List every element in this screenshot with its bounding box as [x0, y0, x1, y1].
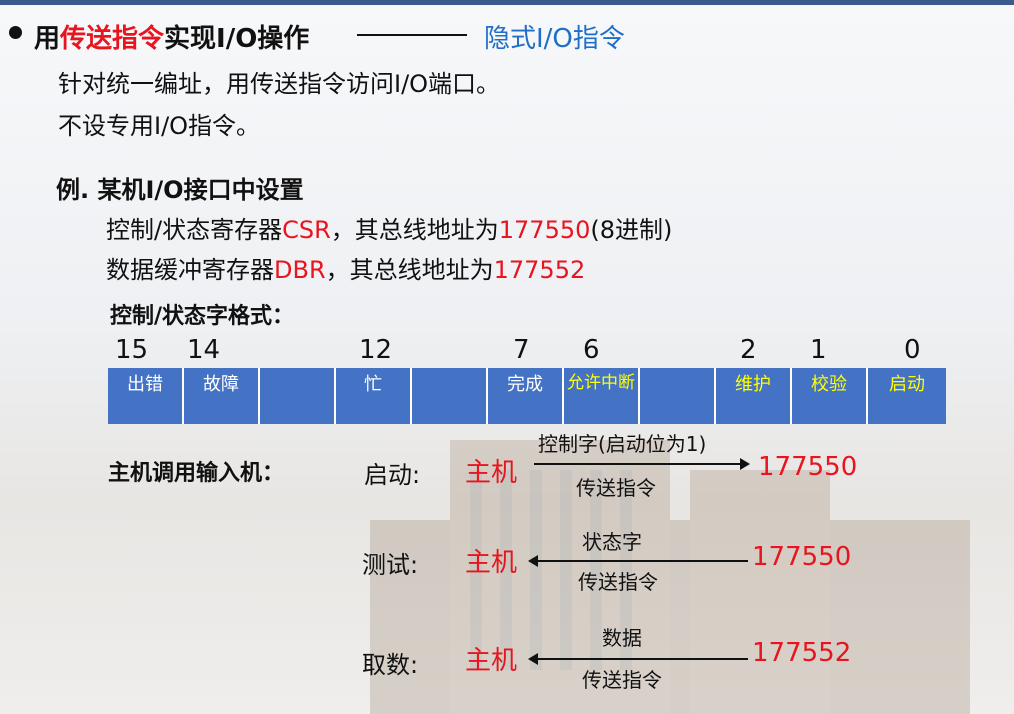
- bit-number: 12: [359, 335, 393, 365]
- dbr-middle: ，其总线地址为: [325, 256, 494, 284]
- top-bar: [0, 0, 1014, 5]
- csr-prefix: 控制/状态寄存器: [106, 216, 283, 244]
- op-name-fetch: 取数:: [362, 651, 419, 679]
- register-cell: 出错: [108, 368, 184, 424]
- control-status-register: 出错 故障 忙 完成 允许中断 维护 校验 启动: [108, 368, 946, 424]
- csr-abbr: CSR: [282, 216, 331, 244]
- background-building-image: [370, 440, 970, 714]
- heading-prefix: 用: [34, 24, 61, 54]
- bit-number: 15: [115, 335, 149, 365]
- dbr-abbr: DBR: [274, 256, 326, 284]
- dbr-prefix: 数据缓冲寄存器: [106, 256, 274, 284]
- host-call-title: 主机调用输入机：: [108, 461, 285, 486]
- bullet-dot: [9, 26, 22, 39]
- csr-suffix: (8进制): [590, 216, 673, 244]
- register-cell: 启动: [889, 374, 925, 395]
- implicit-io-label: 隐式I/O指令: [484, 24, 625, 54]
- arrow-right-icon: [534, 458, 750, 470]
- op-address: 177552: [752, 638, 852, 668]
- csr-middle: ，其总线地址为: [330, 216, 499, 244]
- bit-number: 1: [810, 335, 827, 365]
- op-above-label: 数据: [602, 626, 642, 650]
- op-below-label: 传送指令: [582, 668, 662, 692]
- bit-number: 2: [740, 335, 757, 365]
- register-cell: 忙: [336, 368, 412, 424]
- bit-number: 14: [187, 335, 221, 365]
- op-address: 177550: [758, 452, 858, 482]
- main-heading: 用传送指令实现I/O操作: [34, 18, 309, 55]
- bit-number: 7: [513, 335, 530, 365]
- heading-highlight: 传送指令: [60, 24, 165, 54]
- op-name-start: 启动:: [364, 461, 421, 489]
- register-cell: 维护: [716, 368, 792, 424]
- op-host: 主机: [465, 646, 518, 676]
- arrow-left-icon: [528, 555, 748, 567]
- example-title: 例. 某机I/O接口中设置: [56, 176, 304, 204]
- register-cell: 校验: [792, 368, 868, 424]
- op-host: 主机: [465, 548, 518, 578]
- bit-number: 0: [904, 335, 921, 365]
- dbr-line: 数据缓冲寄存器DBR，其总线地址为177552: [106, 250, 585, 285]
- op-name-test: 测试:: [362, 551, 419, 579]
- csr-line: 控制/状态寄存器CSR，其总线地址为177550(8进制): [106, 210, 672, 245]
- op-host: 主机: [465, 458, 518, 488]
- register-cell: 允许中断: [564, 368, 640, 424]
- register-cell: 完成: [488, 368, 564, 424]
- register-cell: 故障: [184, 368, 260, 424]
- op-address: 177550: [752, 542, 852, 572]
- op-below-label: 传送指令: [578, 570, 658, 594]
- arrow-left-icon: [528, 653, 748, 665]
- csr-address: 177550: [498, 216, 591, 244]
- register-cell: [260, 368, 336, 424]
- format-title: 控制/状态字格式：: [110, 304, 295, 329]
- register-cell: [412, 368, 488, 424]
- line-unified-addressing: 针对统一编址，用传送指令访问I/O端口。: [58, 70, 501, 98]
- bit-number: 6: [583, 335, 600, 365]
- register-cell: [640, 368, 716, 424]
- op-above-label: 状态字: [582, 530, 642, 554]
- heading-dash: [357, 34, 467, 36]
- op-above-label: 控制字(启动位为1): [538, 432, 707, 456]
- dbr-address: 177552: [493, 256, 586, 284]
- op-below-label: 传送指令: [576, 476, 656, 500]
- line-no-special-io: 不设专用I/O指令。: [58, 112, 261, 140]
- heading-suffix: 实现I/O操作: [164, 24, 310, 54]
